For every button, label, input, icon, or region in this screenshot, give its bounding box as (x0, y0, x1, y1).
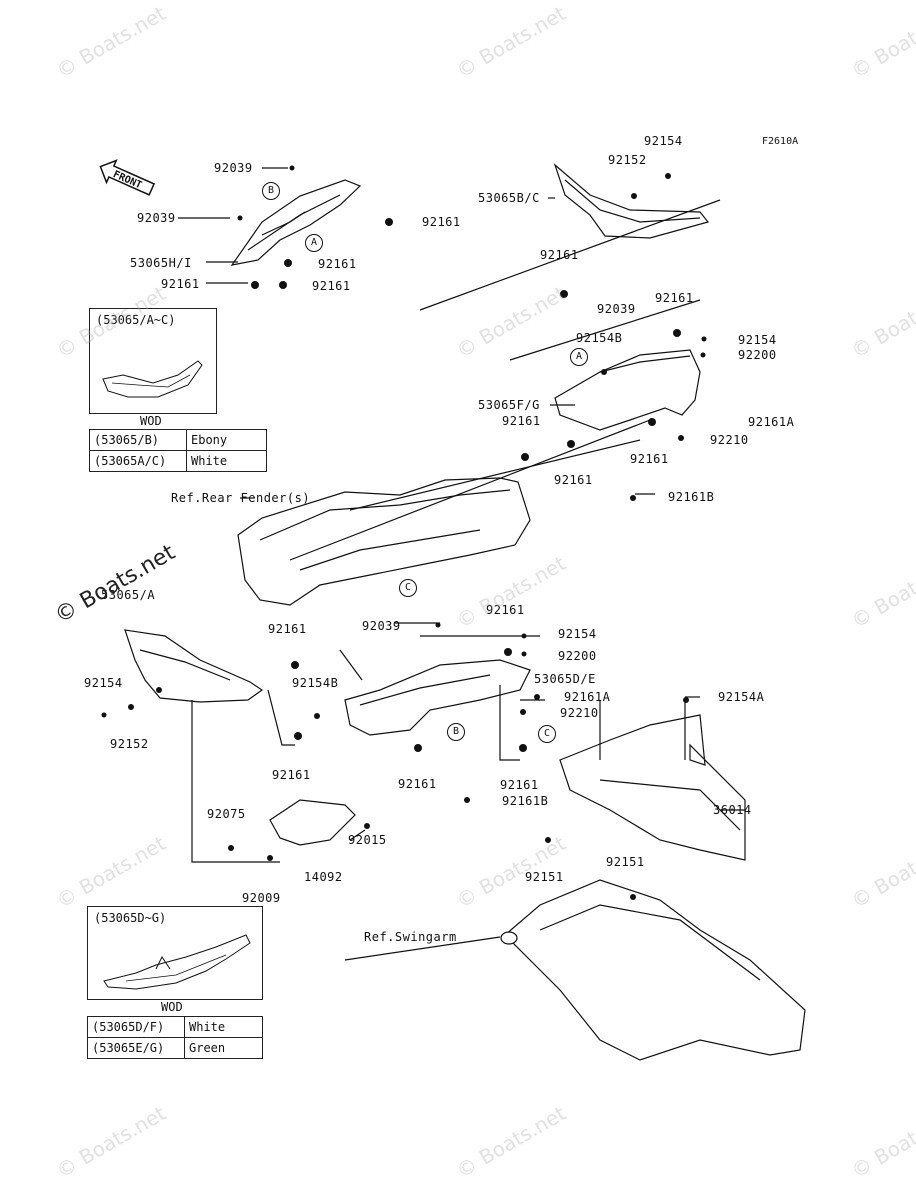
label-92154b-m: 92154B (292, 676, 339, 690)
front-direction-arrow-icon: FRONT (99, 159, 156, 196)
color-cell: White (186, 450, 267, 472)
label-92161-m: 92161 (398, 777, 437, 791)
label-ref-rear-fender: Ref.Rear Fender(s) (171, 491, 311, 505)
label-92161-j: 92161 (486, 603, 525, 617)
label-92161-d: 92161 (312, 279, 351, 293)
label-92161-l: 92161 (272, 768, 311, 782)
color-table-top: (53065/B) Ebony (53065A/C) White (89, 429, 267, 472)
label-92161-f: 92161 (655, 291, 694, 305)
rear-fender (237, 477, 531, 606)
label-92154-l: 92154 (84, 676, 123, 690)
part-code-cell: (53065A/C) (89, 450, 187, 472)
callout-a-top: A (305, 234, 323, 252)
table-row: (53065/B) Ebony (89, 429, 267, 451)
callout-b-low: B (447, 723, 465, 741)
label-92161-c: 92161 (161, 277, 200, 291)
label-92161-e: 92161 (540, 248, 579, 262)
label-92152-l: 92152 (110, 737, 149, 751)
label-92151-a: 92151 (606, 855, 645, 869)
inset-title: (53065D~G) (94, 911, 167, 925)
bottom-cover-14092 (269, 799, 356, 846)
label-92154a: 92154A (718, 690, 765, 704)
seat-cowl-hi (230, 179, 362, 266)
side-cover-thumbnail-icon (102, 360, 203, 398)
inset-title: (53065/A~C) (96, 313, 176, 327)
label-53065a: 53065/A (101, 588, 156, 602)
inset-box-53065a-c: (53065/A~C) (89, 308, 217, 414)
label-92200-m: 92200 (558, 649, 597, 663)
label-92161-g: 92161 (502, 414, 541, 428)
swingarm (504, 879, 806, 1061)
label-53065fg: 53065F/G (478, 398, 540, 412)
color-cell: Green (184, 1037, 263, 1059)
label-ref-swingarm: Ref.Swingarm (364, 930, 457, 944)
inset-box-53065d-g: (53065D~G) (87, 906, 263, 1000)
part-code-cell: (53065/B) (89, 429, 187, 451)
label-92039-c: 92039 (597, 302, 636, 316)
label-92009: 92009 (242, 891, 281, 905)
color-cell: White (184, 1016, 263, 1038)
label-92161-i: 92161 (554, 473, 593, 487)
callout-a-mid: A (570, 348, 588, 366)
label-36014: 36014 (713, 803, 752, 817)
label-92161-k: 92161 (268, 622, 307, 636)
label-92161-a: 92161 (422, 215, 461, 229)
color-cell: Ebony (186, 429, 267, 451)
label-92154-r: 92154 (738, 333, 777, 347)
label-92039-d: 92039 (362, 619, 401, 633)
label-53065hi: 53065H/I (130, 256, 192, 270)
callout-c-mid: C (399, 579, 417, 597)
label-14092: 14092 (304, 870, 343, 884)
label-92200-r: 92200 (738, 348, 777, 362)
figure-code: F2610A (762, 136, 799, 147)
callout-b-top: B (262, 182, 280, 200)
label-92161-b: 92161 (318, 257, 357, 271)
label-92210-m: 92210 (560, 706, 599, 720)
tail-cover-fg (554, 349, 701, 431)
table-row: (53065D/F) White (87, 1016, 263, 1038)
table-row: (53065A/C) White (89, 450, 267, 472)
label-92161a-r: 92161A (748, 415, 795, 429)
label-92161b-r: 92161B (668, 490, 715, 504)
label-92075: 92075 (207, 807, 246, 821)
label-92039-a: 92039 (214, 161, 253, 175)
label-92161a-m: 92161A (564, 690, 611, 704)
part-code-cell: (53065D/F) (87, 1016, 185, 1038)
label-92154-m: 92154 (558, 627, 597, 641)
side-panel-thumbnail-icon (103, 934, 251, 990)
side-panel-de (344, 659, 531, 736)
label-92154-top: 92154 (644, 134, 683, 148)
label-53065de: 53065D/E (534, 672, 596, 686)
label-92161-h: 92161 (630, 452, 669, 466)
label-53065bc: 53065B/C (478, 191, 540, 205)
subframe-36014 (559, 714, 746, 861)
part-code-cell: (53065E/G) (87, 1037, 185, 1059)
label-92015: 92015 (348, 833, 387, 847)
label-92154b-top: 92154B (576, 331, 623, 345)
inset-bottom-caption: WOD (161, 1000, 183, 1014)
label-92161b-m: 92161B (502, 794, 549, 808)
color-table-bottom: (53065D/F) White (53065E/G) Green (87, 1016, 263, 1059)
label-92039-b: 92039 (137, 211, 176, 225)
label-92151-b: 92151 (525, 870, 564, 884)
table-row: (53065E/G) Green (87, 1037, 263, 1059)
inset-top-caption: WOD (140, 414, 162, 428)
label-92161-n: 92161 (500, 778, 539, 792)
label-92152-top: 92152 (608, 153, 647, 167)
side-cover-bc (553, 163, 710, 239)
callout-c-low: C (538, 725, 556, 743)
label-92210-r: 92210 (710, 433, 749, 447)
